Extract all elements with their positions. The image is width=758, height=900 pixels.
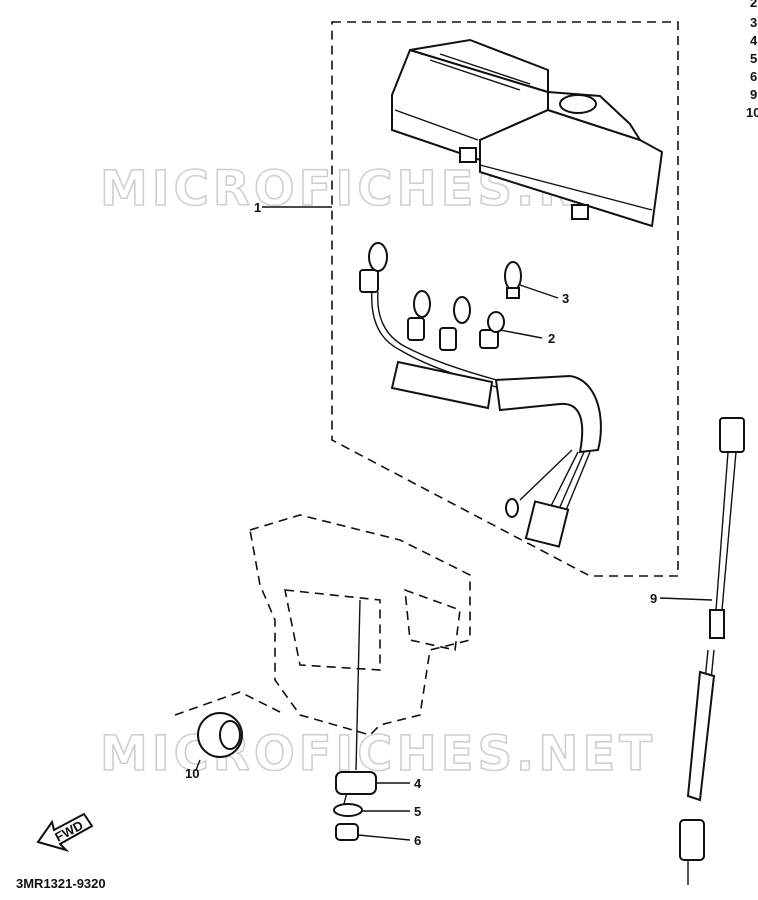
callout-1: 1 [254, 200, 261, 215]
callout-10: 10 [185, 766, 199, 781]
callout-3: 3 [562, 291, 569, 306]
reference-code: 3MR1321-9320 [16, 876, 106, 891]
bracket-frame [174, 514, 471, 813]
callout-4: 4 [414, 776, 422, 791]
margin-number: 6 [750, 69, 757, 84]
margin-number: 4 [750, 33, 758, 48]
speedometer-cable [679, 417, 745, 885]
watermark-bottom: MICROFICHES.NET [100, 726, 656, 782]
callout-2: 2 [548, 331, 555, 346]
leader-lines [195, 206, 713, 841]
margin-number: 5 [750, 51, 757, 66]
margin-number: 3 [750, 15, 757, 30]
margin-number: 10 [746, 105, 758, 120]
wiring-harness [359, 242, 602, 548]
margin-number: 2 [750, 0, 757, 10]
grommet [197, 712, 243, 758]
assembly-boundary [331, 21, 679, 577]
fwd-arrow: FWD [36, 812, 94, 853]
meter-assembly [391, 38, 664, 228]
fwd-label: FWD [52, 818, 85, 845]
margin-number: 9 [750, 87, 757, 102]
right-margin-list: 2 3 4 5 6 9 10 [746, 0, 758, 120]
callout-9: 9 [650, 591, 657, 606]
callout-6: 6 [414, 833, 421, 848]
damper-parts [333, 771, 377, 841]
callout-5: 5 [414, 804, 421, 819]
